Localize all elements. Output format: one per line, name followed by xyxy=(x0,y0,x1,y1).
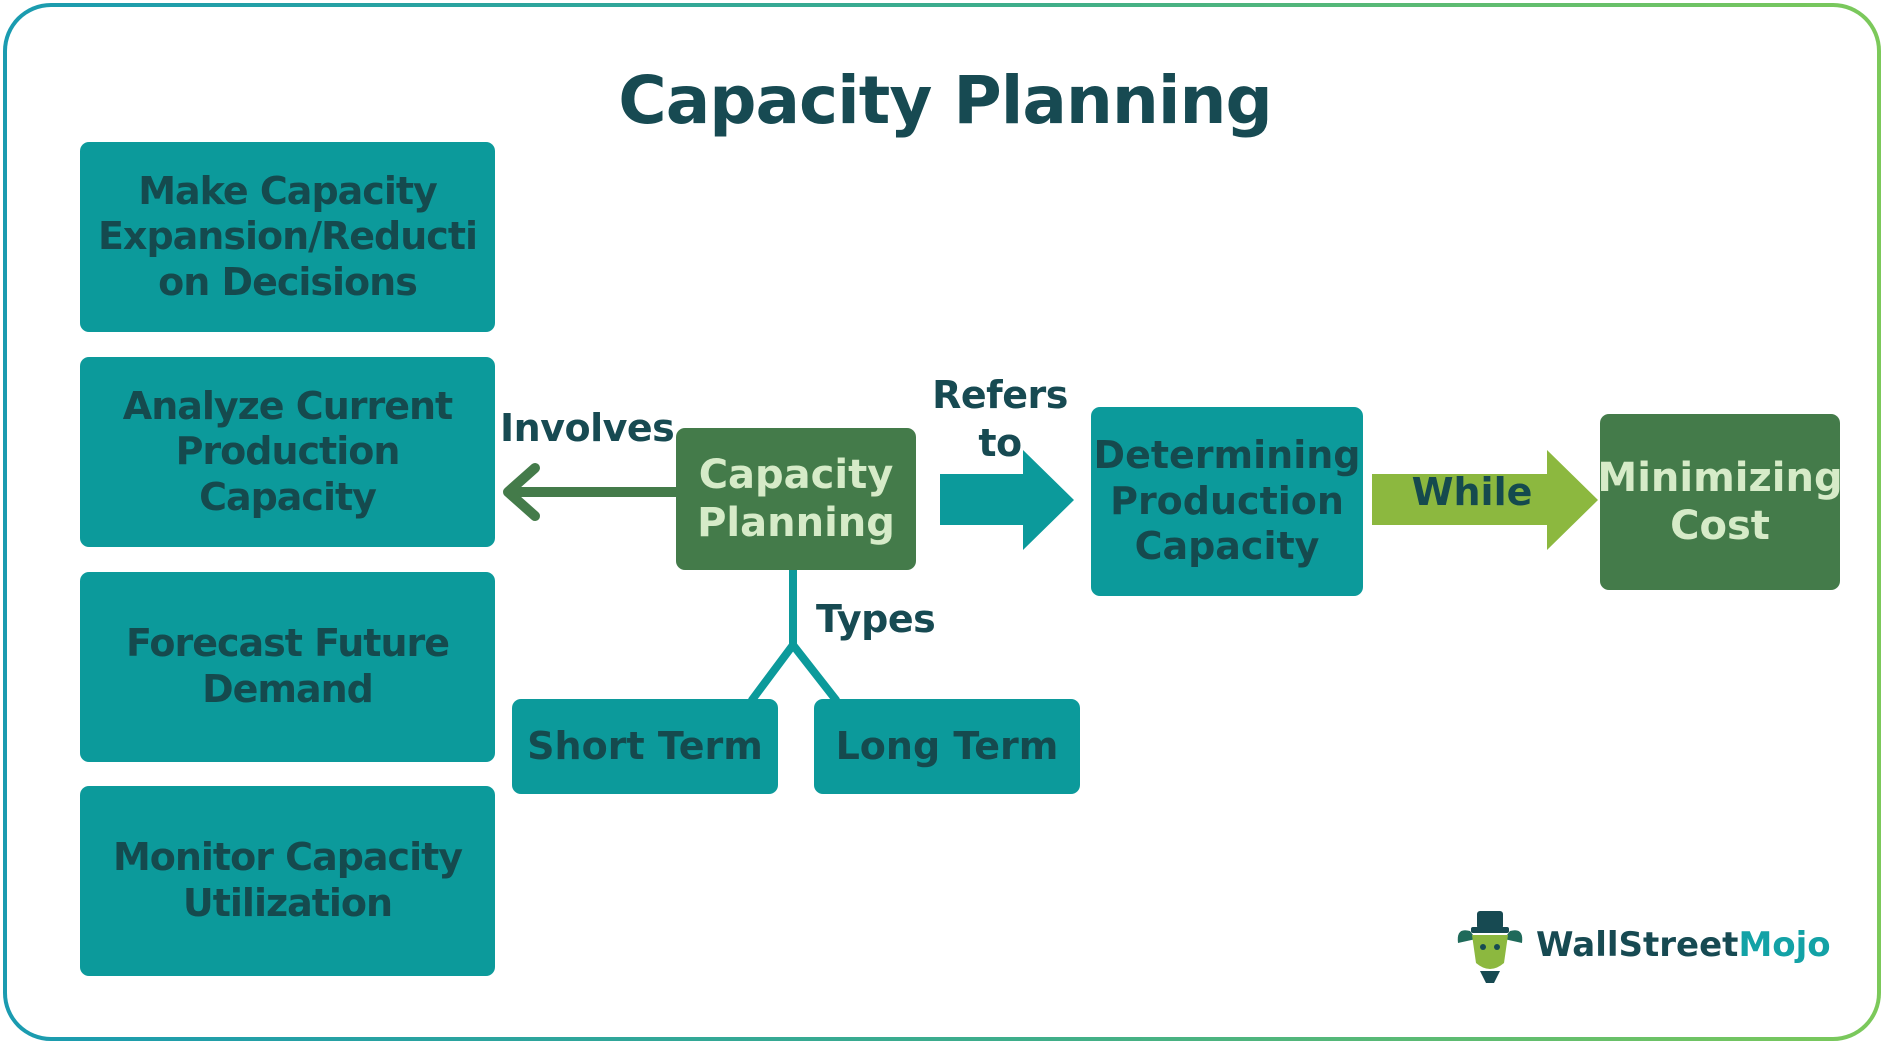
brand-wordmark: WallStreetMojo xyxy=(1536,925,1831,965)
type-long-term: Long Term xyxy=(814,699,1080,794)
refers-to-label: Refers to xyxy=(932,372,1068,467)
activity-text-line: Monitor Capacity xyxy=(112,835,463,880)
activity-expansion-reduction-decisions: Make Capacity Expansion/Reducti on Decis… xyxy=(80,142,495,332)
brand-logo: WallStreetMojo xyxy=(1450,905,1831,985)
diagram-title: Capacity Planning xyxy=(618,62,1272,139)
activity-text-line: Utilization xyxy=(182,881,393,925)
involves-arrow xyxy=(503,463,676,521)
brand-wordmark-part1: WallStreet xyxy=(1536,925,1739,965)
definition-determining-production-capacity: Determining Production Capacity xyxy=(1091,407,1363,596)
activity-analyze-current-capacity: Analyze Current Production Capacity xyxy=(80,357,495,547)
activity-text-line: Production xyxy=(175,429,401,474)
activity-text-line: Capacity xyxy=(199,474,377,519)
goal-line: Cost xyxy=(1670,503,1770,549)
definition-line: Capacity xyxy=(1134,524,1320,569)
activity-forecast-demand: Forecast Future Demand xyxy=(80,572,495,762)
center-node-line: Planning xyxy=(697,500,895,546)
brand-wordmark-part2: Mojo xyxy=(1738,925,1831,965)
activity-monitor-utilization: Monitor Capacity Utilization xyxy=(80,786,495,976)
involves-label: Involves xyxy=(500,406,675,450)
while-label: While xyxy=(1411,470,1533,514)
refers-to-line: Refers xyxy=(932,373,1068,417)
goal-line: Minimizing xyxy=(1597,455,1843,501)
center-node-capacity-planning: Capacity Planning xyxy=(676,428,916,570)
activity-text-line: Analyze Current xyxy=(122,383,453,428)
goal-minimizing-cost: Minimizing Cost xyxy=(1597,414,1843,590)
while-arrow xyxy=(1372,450,1598,550)
refers-to-arrow xyxy=(940,450,1074,550)
definition-line: Production xyxy=(1110,478,1344,523)
activity-text-line: on Decisions xyxy=(158,259,418,304)
activity-text-line: Demand xyxy=(202,667,374,711)
type-short-term: Short Term xyxy=(512,699,778,794)
refers-to-line: to xyxy=(978,420,1022,465)
bull-mascot-icon xyxy=(1457,911,1523,983)
types-label: Types xyxy=(816,597,936,641)
definition-line: Determining xyxy=(1093,433,1361,478)
center-node-line: Capacity xyxy=(698,452,894,498)
types-branch-connector xyxy=(748,566,840,704)
activity-text-line: Make Capacity xyxy=(138,168,438,213)
activity-text-line: Expansion/Reducti xyxy=(97,214,478,259)
activity-text-line: Forecast Future xyxy=(125,621,450,666)
